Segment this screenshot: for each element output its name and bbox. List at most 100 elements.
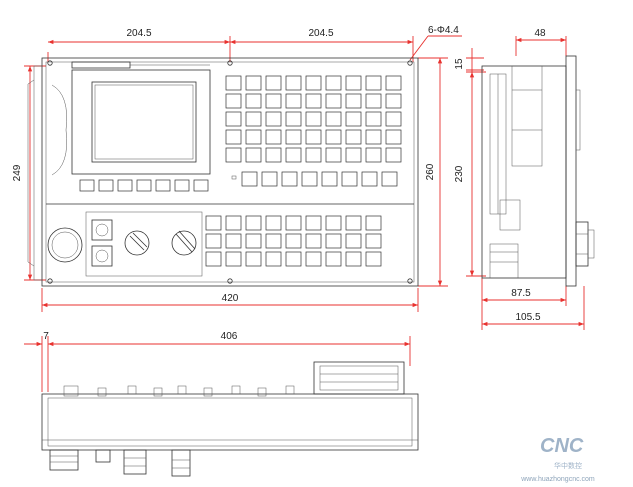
- front-left-dimension: 249: [12, 65, 46, 281]
- hole-callout: 6-Φ4.4: [409, 25, 462, 61]
- upper-keypad-key: [365, 129, 382, 145]
- upper-keypad-key: [345, 75, 362, 91]
- upper-keypad-key: [325, 111, 342, 127]
- bottom-component: [63, 385, 79, 397]
- lower-keypad-key: [205, 233, 222, 249]
- dim-hole-callout: 6-Φ4.4: [428, 25, 459, 36]
- softkey-key: [136, 179, 152, 192]
- upper-keypad-key: [245, 147, 262, 163]
- upper-keypad-key: [225, 147, 242, 163]
- upper-keypad-key: [365, 147, 382, 163]
- upper-keypad-key: [285, 129, 302, 145]
- bottom-connectors: [49, 449, 191, 477]
- lower-keypad-key: [325, 251, 342, 267]
- bottom-component: [257, 387, 267, 397]
- dim-side-height: 230: [454, 165, 465, 182]
- lower-keypad-key: [265, 215, 282, 231]
- upper-keypad-key: [385, 93, 402, 109]
- logo-url: www.huazhongcnc.com: [520, 476, 595, 483]
- upper-keypad-bottom-key: [261, 171, 278, 187]
- side-height-dimension: 230: [454, 71, 486, 277]
- lower-keypad-key: [225, 233, 242, 249]
- lower-keypad-key: [365, 215, 382, 231]
- bottom-panel: [41, 393, 419, 451]
- upper-keypad-key: [245, 111, 262, 127]
- lower-keypad-key: [265, 233, 282, 249]
- softkey-key: [155, 179, 171, 192]
- bottom-view: 7 406: [24, 331, 419, 477]
- upper-keypad-bottom-key: [321, 171, 338, 187]
- upper-keypad-key: [265, 111, 282, 127]
- upper-keypad-key: [385, 111, 402, 127]
- front-view: 204.5 204.5 6-Φ4.4 249 260 420: [12, 25, 462, 312]
- upper-keypad-key: [285, 75, 302, 91]
- upper-keypad-key: [365, 111, 382, 127]
- lower-keypad-key: [345, 215, 362, 231]
- side-knob-shaft: [575, 221, 589, 267]
- lower-keypad: [205, 215, 382, 267]
- lower-keypad-key: [205, 215, 222, 231]
- dim-side-width-b: 105.5: [515, 312, 540, 323]
- brand-logo: CNC 华中数控 www.huazhongcnc.com: [520, 435, 595, 483]
- upper-keypad-key: [305, 75, 322, 91]
- dim-right-height: 260: [425, 163, 436, 180]
- lower-keypad-key: [325, 233, 342, 249]
- dim-bottom-width: 420: [222, 293, 239, 304]
- bottom-component: [203, 387, 213, 397]
- lower-keypad-key: [285, 233, 302, 249]
- upper-keypad-key: [225, 129, 242, 145]
- side-front-panel: [565, 55, 577, 287]
- lower-keypad-key: [345, 233, 362, 249]
- front-bottom-dimension: 420: [41, 288, 419, 312]
- dim-top-left: 204.5: [126, 28, 151, 39]
- upper-keypad-key: [345, 147, 362, 163]
- lower-keypad-key: [305, 215, 322, 231]
- upper-keypad: [225, 75, 402, 163]
- dim-bottom-width: 406: [221, 331, 238, 342]
- side-body: [481, 65, 567, 279]
- bottom-component: [231, 385, 241, 395]
- lower-keypad-key: [365, 233, 382, 249]
- bottom-component: [153, 387, 163, 397]
- upper-keypad-bottom-key: [301, 171, 318, 187]
- upper-keypad-key: [345, 111, 362, 127]
- upper-keypad-key: [225, 111, 242, 127]
- lower-keypad-key: [325, 215, 342, 231]
- side-width-b-dimension: 105.5: [481, 286, 585, 330]
- upper-keypad-key: [245, 129, 262, 145]
- softkey-key: [174, 179, 190, 192]
- side-view: 48 15 230 87.5 105.5: [454, 28, 595, 330]
- upper-keypad-key: [305, 93, 322, 109]
- upper-keypad-key: [245, 75, 262, 91]
- logo-brand: CNC: [540, 435, 584, 457]
- upper-keypad-bottom-key: [281, 171, 298, 187]
- front-top-dimension: 204.5 204.5: [47, 28, 414, 62]
- softkey-key: [117, 179, 133, 192]
- upper-keypad-key: [345, 93, 362, 109]
- screen-housing: [71, 69, 211, 175]
- logo-chinese: 华中数控: [554, 461, 582, 470]
- bottom-component: [177, 385, 187, 395]
- side-top-dimension: 48: [515, 28, 567, 56]
- dim-left-height: 249: [12, 164, 23, 181]
- upper-keypad-key: [285, 147, 302, 163]
- left-profile: [27, 65, 67, 281]
- upper-keypad-key: [265, 75, 282, 91]
- lower-keypad-key: [285, 251, 302, 267]
- softkey-key: [98, 179, 114, 192]
- control-knobs: [47, 211, 203, 277]
- upper-keypad-key: [325, 147, 342, 163]
- upper-keypad-key: [285, 111, 302, 127]
- dim-top-right: 204.5: [308, 28, 333, 39]
- bottom-dimension: 7 406: [24, 331, 411, 392]
- bottom-module: [313, 361, 405, 395]
- upper-keypad-bottom-key: [241, 171, 258, 187]
- lower-keypad-key: [245, 215, 262, 231]
- upper-keypad-key: [325, 129, 342, 145]
- upper-keypad-key: [345, 129, 362, 145]
- upper-keypad-bottom-key: [361, 171, 378, 187]
- dim-side-small-height: 15: [454, 58, 465, 70]
- softkey-row: [79, 179, 209, 192]
- bottom-component: [127, 385, 137, 395]
